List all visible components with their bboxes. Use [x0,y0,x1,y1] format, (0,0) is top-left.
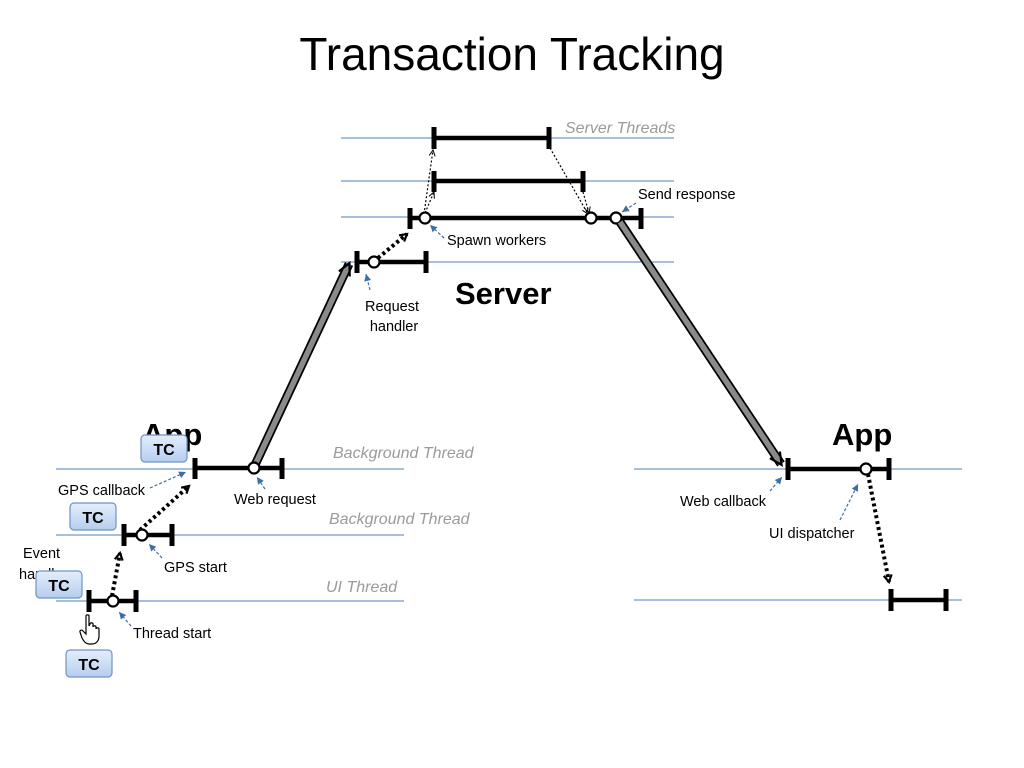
ui-dispatcher-node [859,462,873,476]
worker-span-1 [431,127,552,149]
spawn-arrow-2 [424,192,434,214]
server-heading: Server [455,276,552,311]
request-handler-label-line2: handler [370,319,419,335]
response-network-arrow [616,219,785,467]
web-callback-span [785,458,892,480]
spawn-workers-node [418,211,432,225]
thread-start-label: Thread start [133,626,211,642]
background-thread-label-2: Background Thread [329,511,471,528]
gps-start-label: GPS start [164,560,227,576]
page-title: Transaction Tracking [299,28,724,80]
tc-badge-2: TC [69,502,117,531]
background-thread-label-1: Background Thread [333,445,475,462]
gps-callback-label: GPS callback [58,483,146,499]
join-arrow-2 [582,191,589,213]
tc-badge-1: TC [140,434,188,463]
web-request-label: Web request [234,492,316,508]
svg-text:TC: TC [82,510,104,527]
gps-start-node [135,528,149,542]
svg-text:TC: TC [78,657,100,674]
event-handler-label-line1: Event [23,546,60,562]
spawn-workers-label: Spawn workers [447,233,546,249]
thread-start-node [106,594,120,608]
thread-to-gps-arrow [110,553,120,597]
left-app-section: App Background Thread Background Thread … [19,417,475,678]
request-handler-span [354,251,429,273]
request-network-arrow [250,260,354,467]
join-node [584,211,598,225]
handler-to-server-arrow [376,232,407,260]
web-request-node [247,461,261,475]
ui-dispatch-span [888,589,949,611]
request-handler-node [367,255,381,269]
spawn-arrow-1 [423,150,433,215]
server-threads-label: Server Threads [565,120,675,137]
svg-text:TC: TC [153,442,175,459]
send-response-node [609,211,623,225]
right-app-heading: App [832,417,892,452]
ui-dispatcher-label: UI dispatcher [769,526,855,542]
worker-span-2 [431,171,586,192]
server-main-span [407,208,644,229]
hand-pointer-icon [79,614,100,645]
svg-text:TC: TC [48,578,70,595]
right-app-section: App Web callback UI dispatcher [634,417,962,611]
request-handler-label-line1: Request [365,299,419,315]
server-section: Server Threads [341,120,736,335]
web-callback-label: Web callback [680,494,767,510]
tc-badge-4: TC [65,649,113,678]
dispatch-arrow [866,473,889,582]
gps-to-web-arrow [138,484,189,532]
send-response-label: Send response [638,187,736,203]
ui-thread-label: UI Thread [326,579,398,596]
web-request-span [192,458,285,479]
tc-badge-3: TC [35,570,83,599]
join-arrow-1 [549,147,588,214]
